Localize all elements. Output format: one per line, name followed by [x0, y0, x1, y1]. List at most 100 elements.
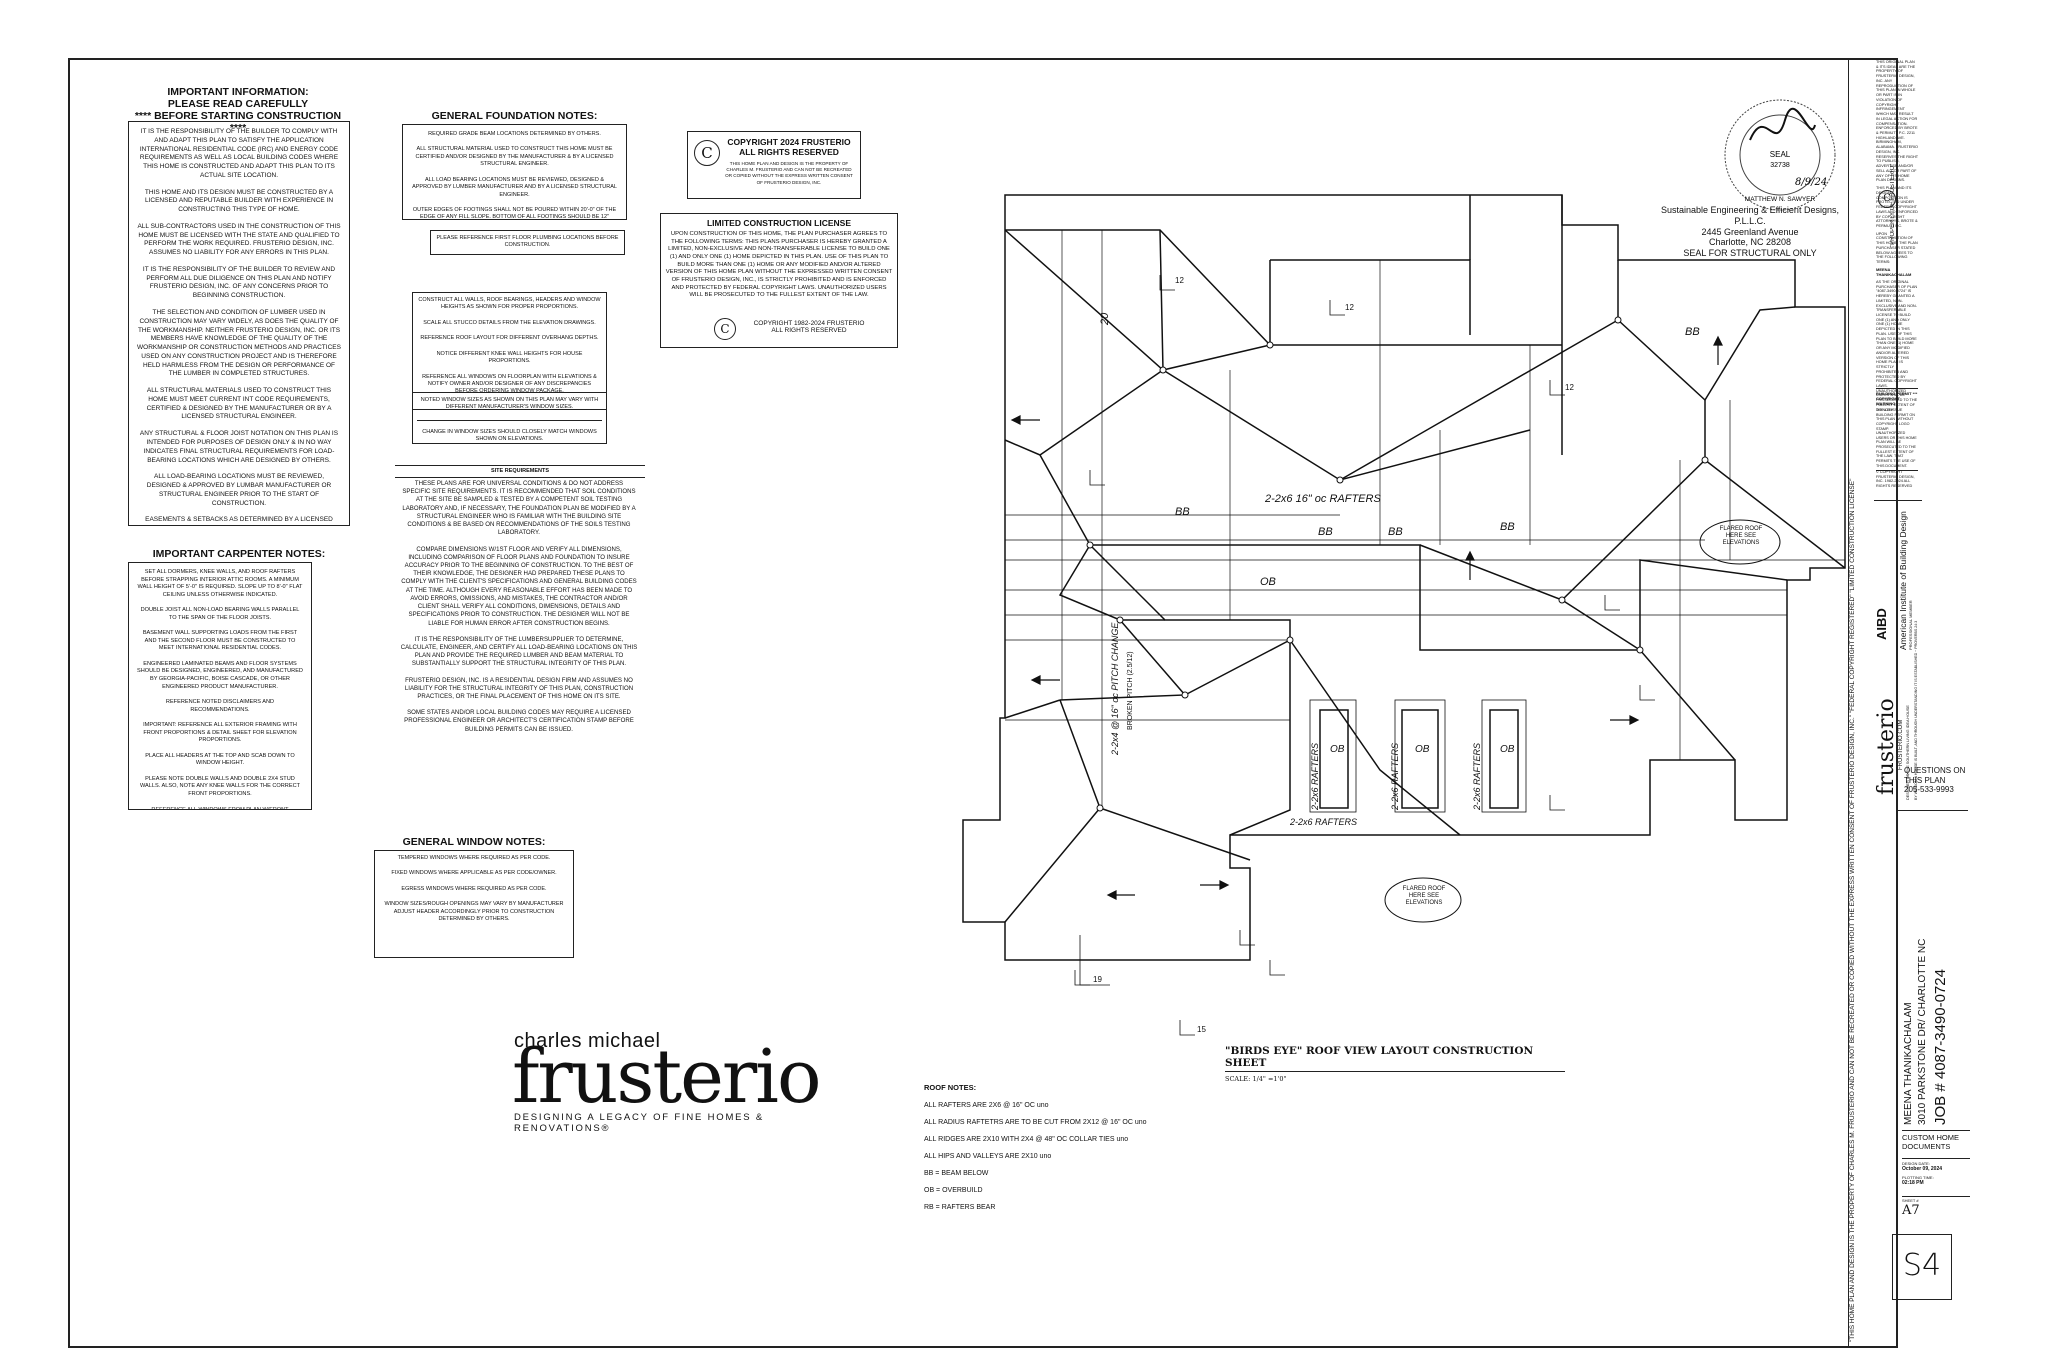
important-info-title-2: PLEASE READ CAREFULLY [167, 98, 309, 110]
site-url: FRUSTERIO.COM [1898, 719, 1904, 770]
license-title: LIMITED CONSTRUCTION LICENSE [706, 218, 852, 228]
dim-20-label: 20 [1099, 312, 1111, 326]
note-item: THE SELECTION AND CONDITION OF LUMBER US… [137, 309, 341, 378]
seal-address-line: 2445 Greenland Avenue [1701, 226, 1799, 237]
seal-structural-only: SEAL FOR STRUCTURAL ONLY [1683, 248, 1817, 259]
title-block-copyright-icon: C [1878, 190, 1896, 208]
window-sizes-box: NOTED WINDOW SIZES AS SHOWN ON THIS PLAN… [412, 392, 607, 444]
plan-title: "BIRDS EYE" ROOF VIEW LAYOUT CONSTRUCTIO… [1225, 1045, 1565, 1072]
note-item: PLEASE NOTE DOUBLE WALLS AND DOUBLE 2X4 … [139, 775, 301, 798]
plumbing-note: PLEASE REFERENCE FIRST FLOOR PLUMBING LO… [436, 235, 619, 249]
note-item: BASEMENT WALL SUPPORTING LOADS FROM THE … [142, 630, 298, 652]
seal-city-line: Charlotte, NC 28208 [1708, 237, 1792, 248]
title-block-copyright-strip: "THIS HOME PLAN AND DESIGN IS THE PROPER… [1849, 478, 1856, 1342]
note-item: ALL RADIUS RAFTETRS ARE TO BE CUT FROM 2… [924, 1118, 1147, 1126]
title-block-notice-column: THIS ORIGINAL PLAN & ITS IDEAS ARE THE P… [1876, 60, 1918, 412]
important-info-title-3: **** BEFORE STARTING CONSTRUCTION **** [134, 110, 342, 134]
sheet-number-block: SHEET # A7 [1902, 1196, 1970, 1218]
bb-label-2: BB [1318, 526, 1333, 538]
pitch-change-label: 2-2x4 @ 16" oc PITCH CHANGE [1110, 622, 1120, 756]
note-item: REFERENCE NOTED DISCLAIMERS AND RECOMMEN… [165, 699, 275, 713]
rafters-label-b: 2-2x6 RAFTERS [1390, 743, 1400, 811]
plan-scale: SCALE: 1/4" =1'0" [1225, 1075, 1287, 1083]
note-item: IT IS THE RESPONSIBILITY OF THE BUILDER … [139, 128, 339, 179]
note-item: DOUBLE JOIST ALL NON-LOAD BEARING WALLS … [140, 607, 300, 621]
note-item: SET ALL DORMERS, KNEE WALLS, AND ROOF RA… [137, 569, 303, 598]
rafters-label-a: 2-2x6 RAFTERS [1310, 743, 1320, 811]
note-item: REFERENCE ROOF LAYOUT FOR DIFFERENT OVER… [420, 335, 599, 342]
note-item: NOTICE DIFFERENT KNEE WALL HEIGHTS FOR H… [436, 350, 583, 365]
property-of-frusterio: "PROPERTY OF FRUSTERIO" [1890, 163, 1896, 247]
drawing-sheet-border [68, 58, 1898, 1348]
wall-notes-box: CONSTRUCT ALL WALLS, ROOF BEARINGS, HEAD… [412, 292, 607, 410]
brand-frusterio: frusterio [1874, 698, 1899, 795]
roof-notes: ROOF NOTES: ALL RAFTERS ARE 2X6 @ 16" OC… [924, 1084, 1244, 1221]
note-item: IT IS THE RESPONSIBILITY OF THE BUILDER … [142, 265, 336, 300]
note-item: SOME STATES AND/OR LOCAL BUILDING CODES … [404, 709, 634, 733]
flared-roof-note-1: FLARED ROOF HERE SEE ELEVATIONS [1719, 526, 1763, 547]
note-item: OB = OVERBUILD [924, 1186, 983, 1194]
design-date-label: DESIGN DATE: [1902, 1161, 1930, 1166]
bb-label-3: BB [1388, 526, 1403, 538]
note-item: ALL HIPS AND VALLEYS ARE 2X10 uno [924, 1152, 1052, 1160]
plan-title-block: "BIRDS EYE" ROOF VIEW LAYOUT CONSTRUCTIO… [1225, 1045, 1565, 1083]
questions-label: QUESTIONS ON THIS PLAN [1904, 766, 1966, 785]
important-information-box: IT IS THE RESPONSIBILITY OF THE BUILDER … [128, 121, 350, 526]
note-item: ALL STRUCTURAL MATERIAL USED TO CONSTRUC… [415, 146, 614, 168]
seal-engineer-name: MATTHEW N. SAWYER [1745, 196, 1816, 203]
window-change-note: CHANGE IN WINDOW SIZES SHOULD CLOSELY MA… [422, 428, 597, 443]
note-item: FRUSTERIO DESIGN, INC. IS A RESIDENTIAL … [404, 676, 634, 701]
rafters-label-d: 2-2x6 RAFTERS [1289, 817, 1357, 827]
custom-home-docs: CUSTOM HOME DOCUMENTS [1902, 1130, 1970, 1151]
note-item: RB = RAFTERS BEAR [924, 1203, 996, 1211]
important-info-paragraphs: IT IS THE RESPONSIBILITY OF THE BUILDER … [137, 128, 341, 525]
title-block-notice-license: UPON CONSTRUCTION OF THIS HOME, THE PLAN… [1876, 231, 1918, 265]
wall-notes-paragraphs: CONSTRUCT ALL WALLS, ROOF BEARINGS, HEAD… [417, 297, 602, 396]
note-item: BB = BEAM BELOW [924, 1169, 989, 1177]
flared-roof-note-2: FLARED ROOF HERE SEE ELEVATIONS [1402, 886, 1446, 907]
note-item: ANY STRUCTURAL & FLOOR JOIST NOTATION ON… [139, 430, 339, 464]
sheet-label: SHEET # [1902, 1198, 1919, 1203]
license-body: UPON CONSTRUCTION OF THIS HOME, THE PLAN… [665, 231, 893, 299]
note-item: ALL LOAD-BEARING LOCATIONS MUST BE REVIE… [146, 473, 332, 507]
aibd-subtext: PROFESSIONAL MEMBER [1908, 600, 1913, 650]
title-block-notice-top: THIS ORIGINAL PLAN & ITS IDEAS ARE THE P… [1876, 60, 1918, 183]
carpenter-notes-paragraphs: SET ALL DORMERS, KNEE WALLS, AND ROOF RA… [137, 569, 303, 809]
window-sizes-note: NOTED WINDOW SIZES AS SHOWN ON THIS PLAN… [420, 397, 599, 411]
ob-label-3: OB [1415, 744, 1430, 755]
note-item: IT IS THE RESPONSIBILITY OF THE LUMBERSU… [400, 635, 638, 668]
engineer-seal-stamp: SEAL 32738 MATTHEW N. SAWYER 8/9/24 [1724, 99, 1836, 211]
seal-word: SEAL [1770, 150, 1791, 159]
questions-phone: 205-533-9993 [1904, 785, 1954, 795]
copyright-symbol-icon: C [694, 140, 720, 166]
note-item: FIXED WINDOWS WHERE APPLICABLE AS PER CO… [391, 870, 557, 877]
window-notes-box: TEMPERED WINDOWS WHERE REQUIRED AS PER C… [374, 850, 574, 958]
aibd-logo-icon: AIBD [1874, 608, 1889, 640]
pitch-mark-1: 12 [1175, 276, 1184, 285]
license-copyright-line2: ALL RIGHTS RESERVED [771, 327, 847, 334]
permit-warning-body: DO NOT ISSUE BUILDING PERMIT ON THIS PLA… [1876, 408, 1917, 468]
client-block [1898, 810, 1968, 1131]
bb-label-4: BB [1500, 521, 1515, 533]
dim-19-label: 19 [1093, 975, 1102, 984]
brand-block [1874, 500, 1922, 806]
note-item: CONSTRUCT ALL WALLS, ROOF BEARINGS, HEAD… [418, 297, 601, 311]
sheet-number: A7 [1902, 1203, 1920, 1218]
permit-warning-title: BUILDING PERMIT *** COPYRIGHT WARNING [1876, 391, 1918, 406]
important-information-heading: IMPORTANT INFORMATION: PLEASE READ CAREF… [128, 86, 348, 134]
note-item: REQUIRED GRADE BEAM LOCATIONS DETERMINED… [428, 131, 601, 137]
title-block-purchaser: MEENA THANIKACHALAM [1876, 266, 1912, 277]
note-item: IMPORTANT: REFERENCE ALL EXTERIOR FRAMIN… [143, 722, 297, 744]
copyright-fine-print: THIS HOME PLAN AND DESIGN IS THE PROPERT… [725, 161, 853, 185]
note-item: ALL SUB-CONTRACTORS USED IN THE CONSTRUC… [137, 222, 341, 257]
foundation-notes-title: GENERAL FOUNDATION NOTES: [431, 110, 598, 122]
site-requirements-section: SITE REQUIREMENTS [395, 465, 645, 482]
carpenter-notes-box: SET ALL DORMERS, KNEE WALLS, AND ROOF RA… [128, 562, 312, 810]
window-notes-title: GENERAL WINDOW NOTES: [402, 836, 546, 848]
roof-notes-title: ROOF NOTES: [924, 1083, 977, 1092]
site-requirements-body: THESE PLANS ARE FOR UNIVERSAL CONDITIONS… [400, 480, 638, 812]
note-item: ALL STRUCTURAL MATERIALS USED TO CONSTRU… [146, 387, 332, 421]
plot-time: 02:18 PM [1902, 1180, 1924, 1186]
note-item: EASEMENTS & SETBACKS AS DETERMINED BY A … [145, 516, 333, 524]
